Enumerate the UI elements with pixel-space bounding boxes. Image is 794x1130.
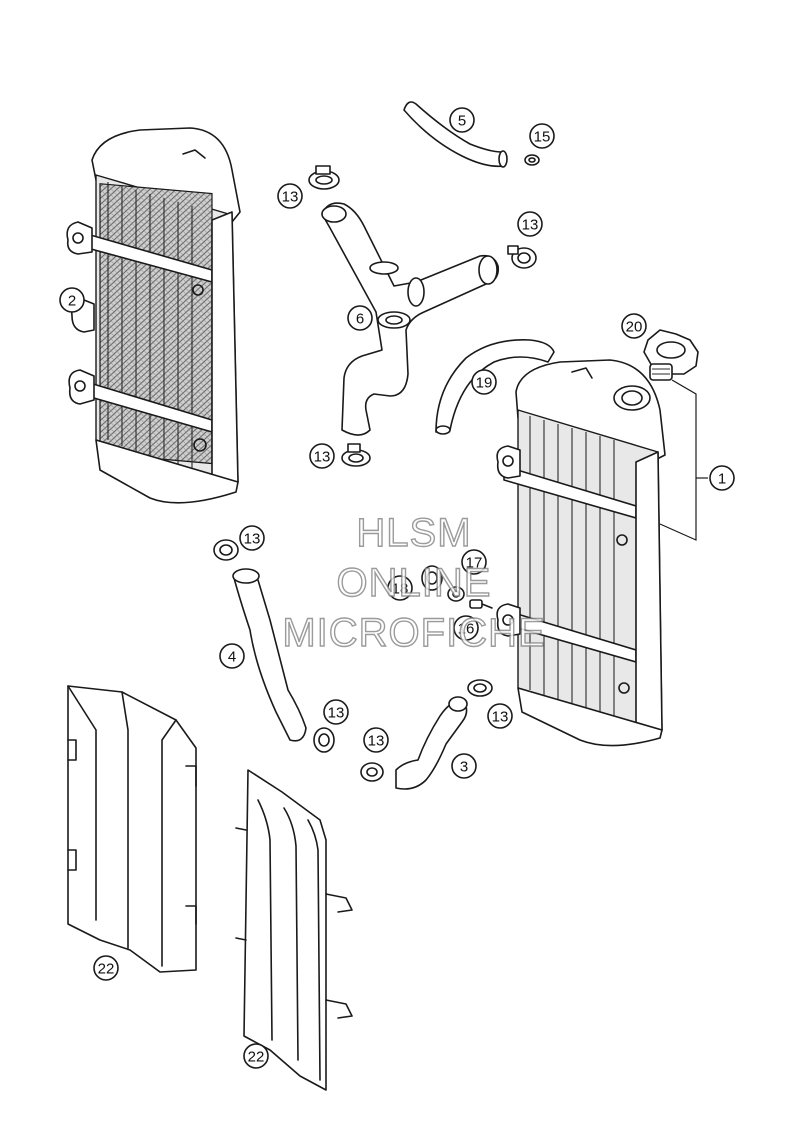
callout-label: 22 bbox=[248, 1049, 265, 1066]
callout-13: 13 bbox=[277, 183, 303, 209]
clamp-mid bbox=[341, 443, 371, 467]
callout-22: 22 bbox=[243, 1043, 269, 1069]
callout-label: 13 bbox=[522, 217, 539, 234]
clamp-15 bbox=[524, 154, 540, 166]
callout-label: 17 bbox=[466, 555, 483, 572]
callout-circle bbox=[517, 211, 543, 237]
callout-circle bbox=[709, 465, 735, 491]
callout-label: 13 bbox=[314, 449, 331, 466]
callout-circle bbox=[243, 1043, 269, 1069]
callout-circle bbox=[461, 549, 487, 575]
washer-17 bbox=[447, 586, 465, 602]
hose-4 bbox=[232, 568, 307, 742]
left-radiator-tubes bbox=[107, 182, 193, 476]
callout-circle bbox=[363, 727, 389, 753]
callout-circle bbox=[239, 525, 265, 551]
callout-22: 22 bbox=[93, 955, 119, 981]
callout-circle bbox=[451, 753, 477, 779]
callout-16: 16 bbox=[453, 615, 479, 641]
watermark-line2: ONLINE bbox=[337, 561, 492, 605]
hose-6 bbox=[321, 202, 500, 436]
small-fittings bbox=[421, 565, 493, 609]
callout-label: 15 bbox=[534, 129, 551, 146]
callout-label: 3 bbox=[460, 759, 468, 776]
right-radiator-tubes bbox=[529, 416, 615, 726]
callout-circle bbox=[449, 107, 475, 133]
callout-20: 20 bbox=[621, 313, 647, 339]
callout-label: 6 bbox=[356, 311, 364, 328]
callout-18: 18 bbox=[387, 575, 413, 601]
callout-circle bbox=[309, 443, 335, 469]
callout-label: 1 bbox=[718, 471, 726, 488]
callout-circle bbox=[59, 287, 85, 313]
grommet-18 bbox=[421, 565, 443, 591]
callout-circle bbox=[471, 369, 497, 395]
hose-5 bbox=[403, 101, 508, 168]
clamp-top bbox=[308, 165, 340, 190]
callout-13: 13 bbox=[487, 703, 513, 729]
screw-16 bbox=[469, 599, 493, 609]
callout-13: 13 bbox=[239, 525, 265, 551]
callout-circle bbox=[387, 575, 413, 601]
callout-circle bbox=[277, 183, 303, 209]
hose-3 bbox=[395, 696, 468, 790]
callout-label: 5 bbox=[458, 113, 466, 130]
watermark: HLSM ONLINE MICROFICHE bbox=[282, 510, 546, 655]
radiator-guard-right bbox=[235, 769, 353, 1091]
radiator-guard-left bbox=[67, 685, 197, 973]
callout-label: 22 bbox=[98, 961, 115, 978]
callout-circle bbox=[347, 305, 373, 331]
callout-label: 4 bbox=[228, 649, 236, 666]
callout-19: 19 bbox=[471, 369, 497, 395]
callout-label: 16 bbox=[458, 621, 475, 638]
callout-label: 20 bbox=[626, 319, 643, 336]
watermark-line1: HLSM bbox=[356, 511, 471, 555]
callout-label: 2 bbox=[68, 293, 76, 310]
callout-1: 1 bbox=[709, 465, 735, 491]
hose-clamps bbox=[213, 154, 540, 782]
callout-13: 13 bbox=[363, 727, 389, 753]
right-radiator bbox=[496, 359, 666, 747]
callout-circle bbox=[93, 955, 119, 981]
callout-2: 2 bbox=[59, 287, 85, 313]
callout-label: 13 bbox=[328, 705, 345, 722]
callout-label: 13 bbox=[244, 531, 261, 548]
callout-3: 3 bbox=[451, 753, 477, 779]
callout-circle bbox=[453, 615, 479, 641]
watermark-line3: MICROFICHE bbox=[282, 611, 545, 655]
clamp-hose4-bottom bbox=[313, 727, 335, 753]
callout-13: 13 bbox=[309, 443, 335, 469]
callout-label: 13 bbox=[282, 189, 299, 206]
clamp-hose3-left bbox=[360, 762, 384, 782]
callout-layer: 1 2 3 4 5 6 13 13 13 13 13 13 13 15 16 17 18 19 20 22 22 bbox=[59, 107, 735, 1069]
callout-5: 5 bbox=[449, 107, 475, 133]
callout-17: 17 bbox=[461, 549, 487, 575]
callout-circle bbox=[219, 643, 245, 669]
callout-circle bbox=[529, 123, 555, 149]
callout-label: 13 bbox=[492, 709, 509, 726]
callout-circle bbox=[323, 699, 349, 725]
callout-label: 13 bbox=[368, 733, 385, 750]
left-radiator bbox=[66, 127, 241, 504]
callout-6: 6 bbox=[347, 305, 373, 331]
callout-circle bbox=[621, 313, 647, 339]
clamp-upper-right bbox=[507, 245, 537, 269]
callout-label: 19 bbox=[476, 375, 493, 392]
callout-circle bbox=[487, 703, 513, 729]
leader-lines bbox=[659, 379, 708, 541]
clamp-hose4-top bbox=[213, 539, 239, 561]
callout-15: 15 bbox=[529, 123, 555, 149]
clamp-hose3-right bbox=[467, 679, 493, 697]
callout-13: 13 bbox=[323, 699, 349, 725]
radiator-cap bbox=[643, 329, 699, 381]
callout-label: 18 bbox=[392, 581, 409, 598]
callout-13: 13 bbox=[517, 211, 543, 237]
callout-4: 4 bbox=[219, 643, 245, 669]
